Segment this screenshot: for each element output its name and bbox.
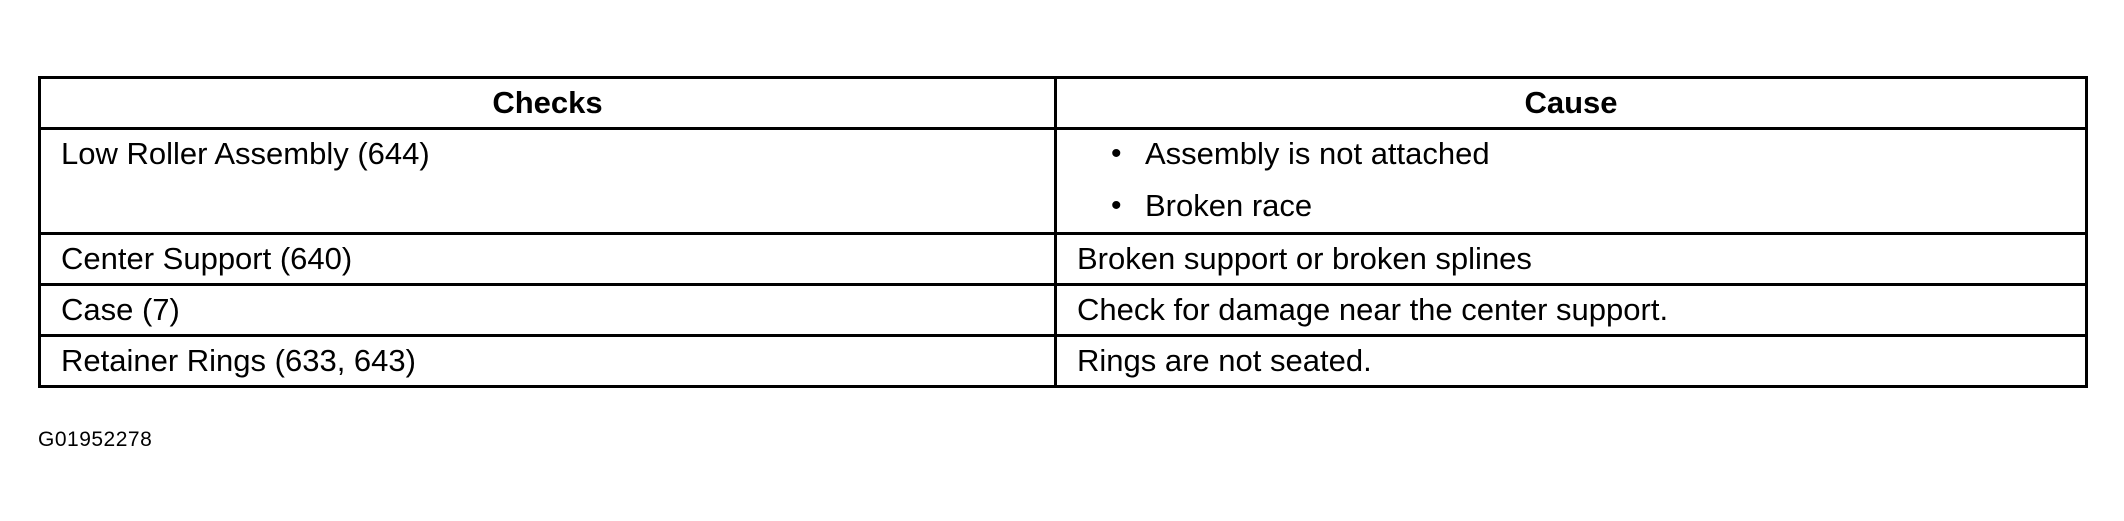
- check-cell: Case (7): [38, 283, 1057, 337]
- list-item: • Assembly is not attached: [1111, 128, 2065, 180]
- table-row: Center Support (640) Broken support or b…: [38, 232, 2088, 286]
- table-row: Low Roller Assembly (644) • Assembly is …: [38, 127, 2088, 235]
- check-cell: Retainer Rings (633, 643): [38, 334, 1057, 388]
- bullet-icon: •: [1111, 189, 1122, 222]
- bullet-icon: •: [1111, 137, 1122, 170]
- table-row: Case (7) Check for damage near the cente…: [38, 283, 2088, 337]
- cause-cell: Rings are not seated.: [1054, 334, 2088, 388]
- cause-bullet-list: • Assembly is not attached • Broken race: [1077, 128, 2065, 232]
- figure-id: G01952278: [38, 428, 153, 451]
- check-cell: Low Roller Assembly (644): [38, 127, 1057, 235]
- cause-item-text: Assembly is not attached: [1145, 136, 1490, 171]
- column-header-cause: Cause: [1054, 76, 2088, 130]
- table-row: Retainer Rings (633, 643) Rings are not …: [38, 334, 2088, 388]
- cause-cell: Broken support or broken splines: [1054, 232, 2088, 286]
- cause-cell: Check for damage near the center support…: [1054, 283, 2088, 337]
- table-header-row: Checks Cause: [38, 76, 2088, 130]
- column-header-checks: Checks: [38, 76, 1057, 130]
- cause-item-text: Broken race: [1145, 188, 1313, 223]
- check-cell: Center Support (640): [38, 232, 1057, 286]
- checks-cause-table: Checks Cause Low Roller Assembly (644) •…: [38, 76, 2088, 388]
- list-item: • Broken race: [1111, 180, 2065, 232]
- cause-cell: • Assembly is not attached • Broken race: [1054, 127, 2088, 235]
